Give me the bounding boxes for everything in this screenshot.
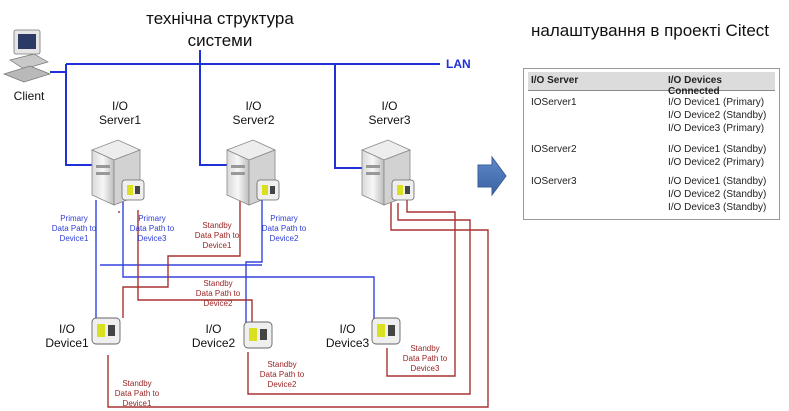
primary-path-device3 [122,200,375,320]
standby-path-device1-s2 [122,198,241,318]
device2-icon [243,321,273,349]
arrow-right-icon [477,155,507,197]
client-drop [50,64,67,73]
table-row-devices: I/O Device1 (Standby) I/O Device2 (Stand… [668,176,767,213]
table-row-server: IOServer3 [531,176,577,187]
table-header: I/O Server I/O Devices Connected [528,72,775,97]
primary-path-device2 [245,200,263,325]
server1-device-icon [121,179,145,201]
standby-path-device3-s3 [386,200,456,377]
standby-paths [107,198,489,408]
server2-lan [199,50,227,166]
right-title: налаштування в проекті Citect [530,21,770,40]
server2-device-icon [256,179,280,201]
header-io-devices: I/O Devices Connected [668,75,722,97]
primary-paths [95,200,375,325]
server1-lan [65,64,92,166]
citect-config-table: I/O Server I/O Devices Connected IOServe… [523,68,780,220]
table-row-devices: I/O Device1 (Standby) I/O Device2 (Prima… [668,144,767,168]
device3-icon [371,317,401,345]
device1-icon [91,317,121,345]
header-io-server: I/O Server [531,75,579,86]
table-row-devices: I/O Device1 (Primary) I/O Device2 (Stand… [668,97,767,134]
left-title: технічна структура системи [146,9,294,50]
lan-lines [50,50,440,169]
lan-label: LAN [446,57,471,71]
client-computer-icon [2,29,52,83]
table-row-server: IOServer1 [531,97,577,108]
standby-path-device2-s3 [247,203,471,395]
client-label: Client [13,89,45,103]
standby-path-device1-s3 [107,200,489,408]
standby-path-device2-s1b [137,210,253,325]
table-row-server: IOServer2 [531,144,577,155]
server3-lan [334,64,362,169]
server3-device-icon [391,179,415,201]
